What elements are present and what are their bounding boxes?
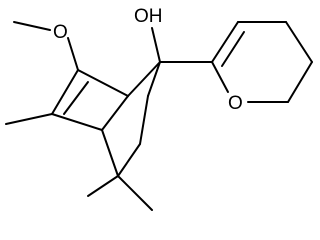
hydroxyl-label: OH [134, 6, 163, 27]
bond-methyl-o [13, 21, 51, 31]
bond-c2-c1 [77, 69, 129, 97]
bond-o-c2 [67, 37, 79, 71]
structure-diagram: O OH O [5, 6, 313, 211]
bond-pyran-c4-c5 [285, 21, 313, 63]
bond-c5-methyl-b [117, 175, 153, 211]
methoxy-oxygen-label: O [53, 22, 68, 43]
bond-pyran-o-c2 [211, 61, 229, 93]
bond-c2-c3-double [63, 81, 89, 115]
ring-oxygen-label: O [228, 93, 243, 114]
bond-c1-c4 [101, 95, 129, 131]
bond-c4-c5 [101, 129, 119, 177]
bond-pyran-c2-c3-double [221, 31, 245, 67]
bond-c8-oh [151, 27, 161, 63]
bond-c8-c7 [147, 61, 161, 97]
bond-c3-methyl [5, 113, 53, 125]
molecule-drawing: O OH O [5, 6, 313, 211]
bond-pyran-c2-c3 [211, 21, 239, 63]
bond-pyran-c5-c6 [287, 61, 313, 103]
bond-c2-c3 [51, 69, 79, 115]
bond-c3-c4 [51, 113, 103, 131]
bond-c6-c5 [117, 143, 141, 177]
bond-c5-methyl-a [87, 175, 119, 197]
bond-c1-c8 [127, 61, 161, 97]
bond-c7-c6 [139, 95, 149, 145]
